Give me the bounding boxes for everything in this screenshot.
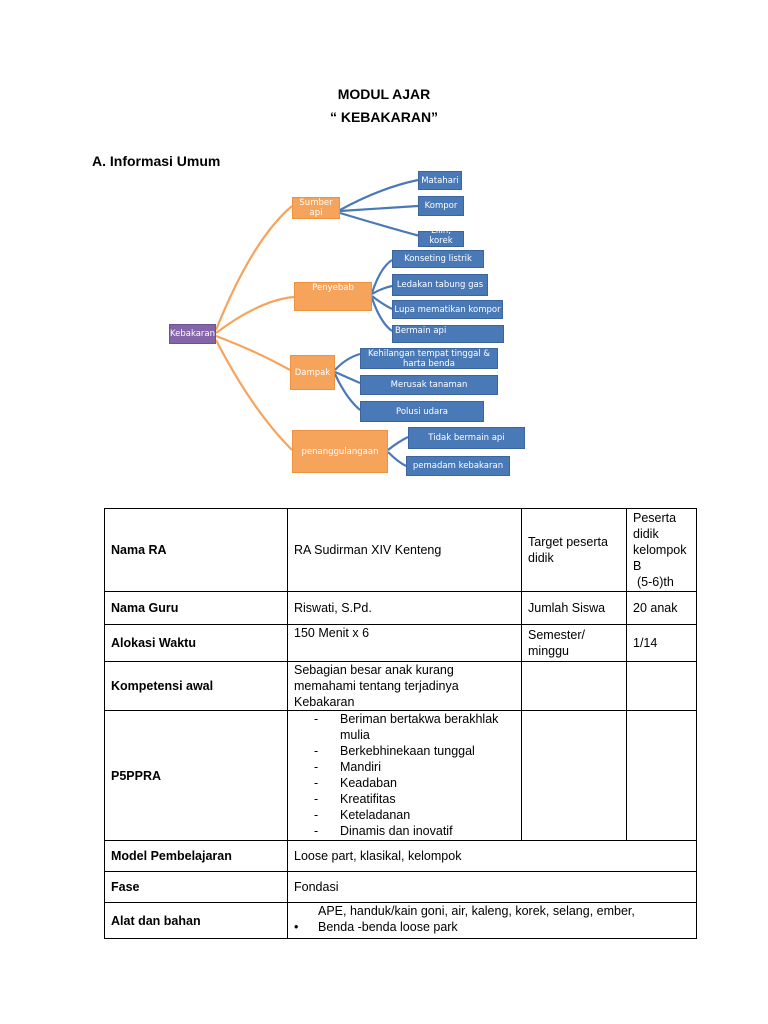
mindmap-leaf-merusak-tanaman: Merusak tanaman	[360, 375, 498, 395]
label-semester-minggu: Semester/ minggu	[521, 624, 627, 662]
value-target-usia: (5-6)th	[637, 575, 674, 589]
value-fase: Fondasi	[287, 871, 697, 903]
mindmap-leaf-matahari: Matahari	[418, 171, 462, 190]
connector-dampak-kehilangan	[334, 352, 361, 371]
mindmap-leaf-kehilangan-tempat-tinggal: Kehilangan tempat tinggal & harta benda	[360, 348, 498, 369]
mindmap-leaf-lupa-mematikan-kompor: Lupa mematikan kompor	[392, 300, 503, 319]
connector-dampak-polusi	[334, 373, 361, 411]
list-item: Kreatifitas	[294, 791, 515, 807]
value-p5ppra: Beriman bertakwa berakhlak mulia Berkebh…	[287, 710, 522, 841]
connector-sumber-matahari	[339, 178, 419, 211]
connector-root-penanggulangan	[215, 339, 293, 451]
value-alat-dan-bahan: APE, handuk/kain goni, air, kaleng, kore…	[287, 902, 697, 939]
table-row-nama-ra: Nama RA RA Sudirman XIV Kenteng Target p…	[104, 508, 697, 592]
value-target-kelompok: Peserta didik kelompok B	[633, 511, 687, 573]
list-item: Keadaban	[294, 775, 515, 791]
table-row-alat-dan-bahan: Alat dan bahan APE, handuk/kain goni, ai…	[104, 902, 697, 939]
value-jumlah-siswa: 20 anak	[626, 591, 697, 625]
empty-cell	[626, 661, 697, 711]
connector-root-sumber	[214, 205, 293, 331]
mindmap-leaf-tidak-bermain-api: Tidak bermain api	[408, 427, 525, 449]
connector-penyebab-lupa	[371, 295, 393, 310]
label-kompetensi-awal: Kompetensi awal	[104, 661, 288, 711]
list-item: Berkebhinekaan tunggal	[294, 743, 515, 759]
empty-cell	[521, 661, 627, 711]
informasi-umum-table: Nama RA RA Sudirman XIV Kenteng Target p…	[104, 508, 697, 939]
value-model-pembelajaran: Loose part, klasikal, kelompok	[287, 840, 697, 872]
value-alokasi-waktu: 150 Menit x 6	[287, 624, 522, 662]
mindmap-branch-sumber-api: Sumber api	[292, 197, 340, 219]
label-target-peserta-didik: Target peserta didik	[521, 508, 627, 592]
mindmap-diagram	[214, 178, 421, 467]
label-alat-dan-bahan: Alat dan bahan	[104, 902, 288, 939]
document-subtitle: “ KEBAKARAN”	[329, 109, 439, 125]
alat-line-1: APE, handuk/kain goni, air, kaleng, kore…	[318, 904, 635, 918]
leaf-connectors	[334, 178, 421, 467]
connector-penyebab-bermain	[370, 297, 393, 332]
mindmap-leaf-bermain-api: Bermain api	[392, 325, 504, 343]
connector-dampak-merusak	[334, 370, 361, 385]
connector-penyebab-ledakan	[371, 284, 393, 295]
mindmap-leaf-pemadam-kebakaran: pemadam kebakaran	[406, 456, 510, 476]
value-kompetensi-awal: Sebagian besar anak kurang memahami tent…	[287, 661, 522, 711]
empty-cell	[521, 710, 627, 841]
value-nama-ra: RA Sudirman XIV Kenteng	[287, 508, 522, 592]
mindmap-branch-penanggulangan: penanggulangaan	[292, 430, 388, 473]
alat-line-2-text: Benda -benda loose park	[318, 920, 458, 934]
table-row-fase: Fase Fondasi	[104, 871, 697, 903]
section-heading-informasi-umum: A. Informasi Umum	[92, 153, 221, 169]
connector-penanggulangan-pemadam	[387, 451, 407, 467]
alat-line-2: • Benda -benda loose park	[294, 919, 690, 935]
table-row-p5ppra: P5PPRA Beriman bertakwa berakhlak mulia …	[104, 710, 697, 841]
mindmap-root-node: Kebakaran	[169, 324, 216, 344]
mindmap-leaf-ledakan-tabung-gas: Ledakan tabung gas	[392, 274, 488, 296]
empty-cell	[626, 710, 697, 841]
p5ppra-list: Beriman bertakwa berakhlak mulia Berkebh…	[294, 711, 515, 839]
table-row-alokasi-waktu: Alokasi Waktu 150 Menit x 6 Semester/ mi…	[104, 624, 697, 662]
list-item: Mandiri	[294, 759, 515, 775]
connector-root-penyebab	[215, 295, 295, 334]
connector-penanggulangan-tidak	[387, 436, 409, 451]
list-item: Keteladanan	[294, 807, 515, 823]
label-nama-ra: Nama RA	[104, 508, 288, 592]
mindmap-leaf-lilin-korek: Lilin, korek	[418, 226, 464, 247]
list-item: Beriman bertakwa berakhlak mulia	[294, 711, 515, 743]
bullet-icon: •	[294, 920, 299, 934]
value-nama-guru: Riswati, S.Pd.	[287, 591, 522, 625]
branch-connectors	[214, 205, 295, 451]
table-row-nama-guru: Nama Guru Riswati, S.Pd. Jumlah Siswa 20…	[104, 591, 697, 625]
mindmap-leaf-konseting-listrik: Konseting listrik	[392, 250, 484, 268]
label-nama-guru: Nama Guru	[104, 591, 288, 625]
value-semester-minggu: 1/14	[626, 624, 697, 662]
connector-root-dampak	[215, 334, 291, 371]
mindmap-leaf-kompor: Kompor	[418, 196, 464, 216]
connector-penyebab-konseting	[370, 259, 393, 294]
document-title: MODUL AJAR	[337, 86, 431, 102]
table-row-model-pembelajaran: Model Pembelajaran Loose part, klasikal,…	[104, 840, 697, 872]
label-fase: Fase	[104, 871, 288, 903]
connector-sumber-lilin	[339, 211, 421, 238]
label-model-pembelajaran: Model Pembelajaran	[104, 840, 288, 872]
list-item: Dinamis dan inovatif	[294, 823, 515, 839]
mindmap-leaf-polusi-udara: Polusi udara	[360, 401, 484, 422]
table-row-kompetensi-awal: Kompetensi awal Sebagian besar anak kura…	[104, 661, 697, 711]
label-jumlah-siswa: Jumlah Siswa	[521, 591, 627, 625]
label-p5ppra: P5PPRA	[104, 710, 288, 841]
connector-sumber-kompor	[339, 204, 419, 213]
label-alokasi-waktu: Alokasi Waktu	[104, 624, 288, 662]
value-target-peserta-didik: Peserta didik kelompok B (5-6)th	[626, 508, 697, 592]
mindmap-branch-dampak: Dampak	[290, 355, 335, 390]
mindmap-branch-penyebab: Penyebab	[294, 282, 372, 311]
